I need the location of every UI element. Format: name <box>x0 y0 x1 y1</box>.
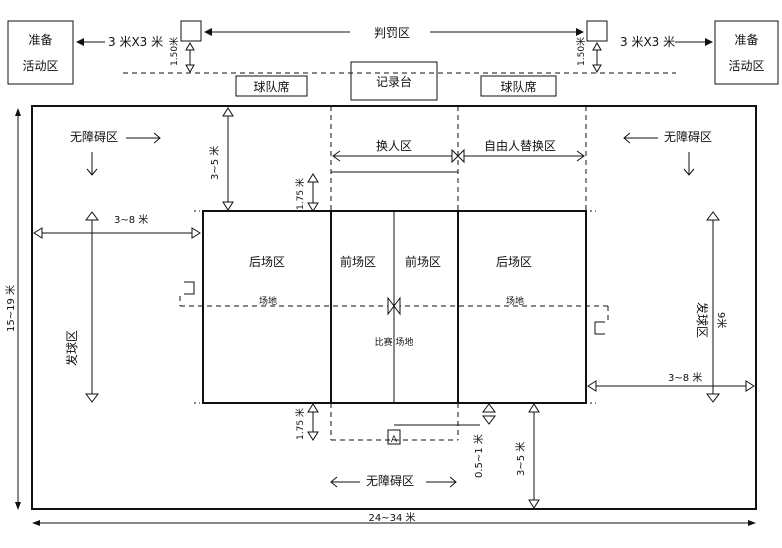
libero-arrowhead-left <box>457 148 465 164</box>
arrowhead-penalty-right <box>576 28 584 36</box>
dim-24-34-arrow-left <box>32 520 40 526</box>
bench-left-label: 球队席 <box>253 79 289 94</box>
serve-zone-left: 发球区 <box>64 330 79 366</box>
free-zone-tr-arrowhead-h <box>623 132 631 144</box>
serve-zone-left-arrow-top <box>85 211 99 221</box>
penalty-dim-left-arrow-bottom <box>185 64 195 74</box>
dim-3-5-top: 3~5 米 <box>208 146 221 180</box>
dim-3-8-left-arrow-left <box>33 227 43 239</box>
net-post-right-triangle <box>393 296 401 316</box>
free-zone-bottom-arrowhead-left <box>330 476 338 488</box>
dim-3-8-right: 3~8 米 <box>668 371 702 384</box>
libero-arrowhead-right <box>576 150 585 162</box>
dim-1-75-top-arrow-up <box>307 173 319 183</box>
net-post-left-triangle <box>387 296 395 316</box>
serve-zone-right: 发球区 <box>695 302 710 338</box>
dim-1-75-bottom: 1.75 米 <box>294 408 306 440</box>
serve-zone-right-arrow-top <box>706 211 720 221</box>
serve-zone-left-arrow-bottom <box>85 393 99 403</box>
playing-court-label: 比赛 场地 <box>375 336 414 348</box>
dim-3-5-bottom-arrow-up <box>528 403 540 413</box>
bench-right-label: 球队席 <box>500 79 536 94</box>
dim-0-5-1: 0.5~1 米 <box>472 434 485 478</box>
dim-1-75-bottom-arrow-up <box>307 403 319 413</box>
referee-stand-box <box>387 429 401 445</box>
substitution-arrowhead-right <box>451 148 459 164</box>
dim-0-5-1-arrow-down <box>482 415 496 425</box>
libero-zone-label: 自由人替换区 <box>484 139 556 153</box>
dim-24-34-arrow-right <box>748 520 756 526</box>
warmup-area-left-box <box>7 20 74 85</box>
dim-24-34: 24~34 米 <box>368 511 415 524</box>
penalty-dim-right-arrow-bottom <box>592 64 602 74</box>
court-left-label: 场地 <box>259 295 277 307</box>
back-zone-left: 后场区 <box>249 255 285 269</box>
dim-3-8-right-arrow-right <box>745 380 755 392</box>
free-zone-boundary <box>31 105 757 510</box>
dim-15-19: 15~19 米 <box>4 285 17 332</box>
free-zone-bottom-arrowhead-right <box>449 476 457 488</box>
penalty-dim-left-arrow-top <box>185 41 195 51</box>
dim-0-5-1-arrow-up <box>482 403 496 413</box>
dim-3-8-right-arrow-left <box>587 380 597 392</box>
dim-3-5-bottom: 3~5 米 <box>514 442 527 476</box>
scorer-table-label: 记录台 <box>376 74 412 89</box>
dim-3-8-left: 3~8 米 <box>114 213 148 226</box>
free-zone-tr-label: 无障碍区 <box>664 129 712 144</box>
free-zone-tl-arrowhead-v <box>86 168 98 176</box>
bench-right-box <box>480 75 557 97</box>
dim-15-19-arrow-bottom <box>15 502 21 510</box>
court-right-label: 场地 <box>506 295 524 307</box>
right-marker <box>594 321 605 335</box>
penalty-box-left <box>180 20 202 42</box>
dim-3-5-bottom-arrow-down <box>528 499 540 509</box>
front-zone-right: 前场区 <box>405 254 441 269</box>
free-zone-tl-arrowhead-h <box>153 132 161 144</box>
arrowhead-warmup-right <box>705 38 713 46</box>
warmup-area-right-label-1: 准备 <box>734 33 758 47</box>
back-zone-right: 后场区 <box>496 255 532 269</box>
warmup-dim-right: 3 米X3 米 <box>620 35 675 49</box>
warmup-area-left-label-1: 准备 <box>28 33 52 47</box>
front-zone-left: 前场区 <box>340 254 376 269</box>
penalty-dim-right-arrow-top <box>592 41 602 51</box>
dim-1-75-bottom-arrow-down <box>307 431 319 441</box>
serve-zone-right-dim: 9米 <box>715 312 728 328</box>
scorer-table-box <box>350 61 438 101</box>
penalty-dim-left: 1.50米 <box>168 37 180 66</box>
penalty-zone-label: 判罚区 <box>374 26 410 40</box>
serve-zone-right-arrow-bottom <box>706 393 720 403</box>
dim-3-5-top-arrow-down <box>222 201 234 211</box>
penalty-box-right <box>586 20 608 42</box>
dim-3-5-top-arrow-up <box>222 107 234 117</box>
free-zone-tr-arrowhead-v <box>683 168 695 176</box>
warmup-dim-left: 3 米X3 米 <box>108 35 163 49</box>
dim-3-8-left-arrow-right <box>191 227 201 239</box>
substitution-zone-label: 换人区 <box>376 139 412 153</box>
warmup-area-right-label-2: 活动区 <box>728 59 764 73</box>
arrowhead-warmup-left <box>76 38 84 46</box>
penalty-dim-right: 1.50米 <box>575 37 587 66</box>
dim-15-19-arrow-top <box>15 108 21 116</box>
referee-mark: A <box>391 435 398 445</box>
left-marker <box>184 281 195 295</box>
warmup-area-right-box <box>714 20 779 85</box>
warmup-area-left-label-2: 活动区 <box>22 59 58 73</box>
dim-1-75-top-arrow-down <box>307 202 319 212</box>
free-zone-tl-label: 无障碍区 <box>70 129 118 144</box>
substitution-arrowhead-left <box>332 150 341 162</box>
bench-left-box <box>235 75 308 97</box>
free-zone-bottom-label: 无障碍区 <box>366 473 414 488</box>
arrowhead-penalty-left <box>204 28 212 36</box>
dim-1-75-top: 1.75 米 <box>294 178 306 210</box>
